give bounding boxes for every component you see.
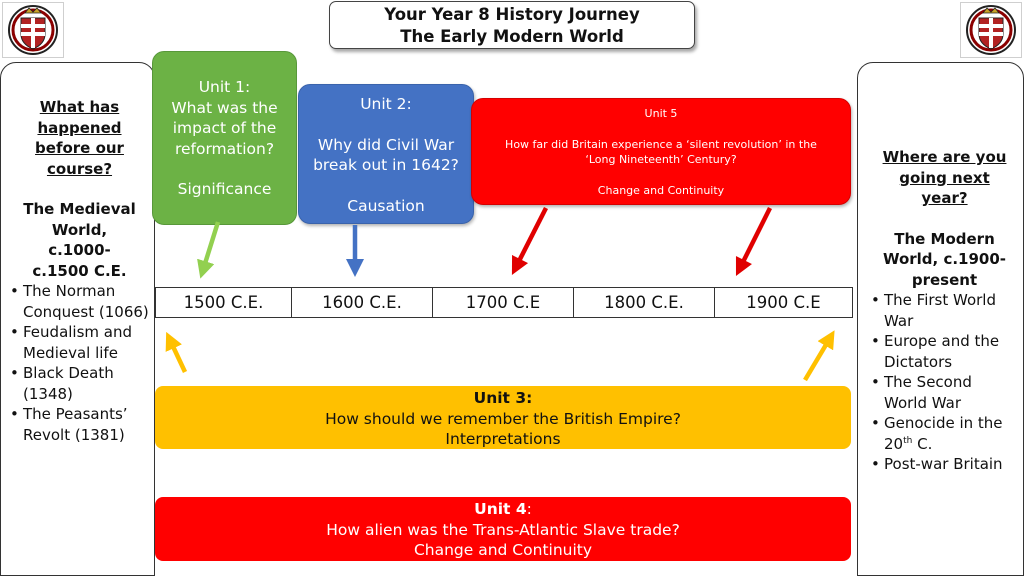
- unit-1-label: Unit 1:: [198, 78, 251, 96]
- subheading-line: World, c.1900-: [882, 250, 1007, 268]
- medieval-world-heading: The Medieval World, c.1000- c.1500 C.E.: [9, 199, 150, 281]
- unit-1-question-line: What was the: [171, 98, 278, 117]
- unit-4-label-colon: :: [526, 500, 532, 518]
- unit-3-arrow-right: [803, 330, 835, 382]
- medieval-topics-list: The Norman Conquest (1066) Feudalism and…: [9, 281, 150, 445]
- unit-5-concept: Change and Continuity: [597, 183, 725, 197]
- subheading-line: present: [911, 270, 978, 289]
- unit-2-question-line: break out in 1642?: [313, 156, 459, 174]
- bullet-text-suffix: C.: [912, 434, 933, 453]
- timeline-cell: 1900 C.E: [714, 288, 853, 317]
- timeline-cell: 1800 C.E.: [573, 288, 714, 317]
- subheading-line: c.1000-: [48, 241, 111, 259]
- school-logo-right: [960, 2, 1022, 58]
- list-item: The Norman Conquest (1066): [9, 281, 150, 322]
- timeline: 1500 C.E. 1600 C.E. 1700 C.E 1800 C.E. 1…: [155, 287, 853, 318]
- unit-5-arrow-left: [511, 206, 549, 276]
- list-item: Post-war Britain: [870, 454, 1019, 475]
- next-study-heading: Where are you going next year?: [870, 147, 1019, 209]
- unit-1-question-line: impact of the: [172, 119, 277, 137]
- list-item: The Peasants’ Revolt (1381): [9, 404, 150, 445]
- subheading-line: The Medieval: [23, 200, 136, 218]
- school-crest-icon: [8, 5, 58, 55]
- unit-5-question-line: ‘Long Nineteenth’ Century?: [585, 153, 737, 166]
- modern-topics-list: The First World War Europe and the Dicta…: [870, 290, 1019, 475]
- heading-line: year?: [921, 189, 968, 207]
- timeline-cell: 1500 C.E.: [155, 288, 291, 317]
- unit-5-label: Unit 5: [644, 107, 678, 120]
- page-title: Your Year 8 History Journey The Early Mo…: [329, 1, 695, 49]
- unit-2-card: Unit 2: Why did Civil War break out in 1…: [298, 84, 474, 224]
- heading-line: going next: [899, 168, 990, 187]
- heading-line: What has: [39, 98, 120, 116]
- bullet-text: Genocide in the 20: [884, 414, 1003, 453]
- list-item: Europe and the Dictators: [870, 331, 1019, 372]
- heading-line: before our: [35, 139, 124, 157]
- list-item: Feudalism and Medieval life: [9, 322, 150, 363]
- unit-1-concept: Significance: [177, 180, 272, 198]
- previous-study-heading: What has happened before our course?: [9, 97, 150, 179]
- unit-3-label: Unit 3:: [473, 389, 533, 407]
- list-item: The Second World War: [870, 372, 1019, 413]
- unit-4-concept: Change and Continuity: [413, 541, 593, 559]
- unit-4-label-row: Unit 4:: [155, 499, 851, 520]
- unit-3-arrow-left: [165, 331, 188, 373]
- subheading-line: The Modern: [894, 229, 995, 248]
- timeline-cell: 1600 C.E.: [291, 288, 432, 317]
- unit-4-question: How alien was the Trans-Atlantic Slave t…: [326, 520, 680, 539]
- timeline-cell: 1700 C.E: [432, 288, 573, 317]
- unit-1-arrow: [197, 221, 221, 279]
- previous-study-panel: What has happened before our course? The…: [0, 62, 155, 576]
- unit-5-card: Unit 5 How far did Britain experience a …: [471, 98, 851, 205]
- heading-line: course?: [46, 159, 113, 178]
- unit-2-question-line: Why did Civil War: [317, 135, 455, 154]
- list-item: Genocide in the 20th C.: [870, 413, 1019, 454]
- unit-4-label: Unit 4: [474, 500, 527, 518]
- ordinal-suffix: th: [903, 435, 913, 446]
- subheading-line: c.1500 C.E.: [32, 261, 127, 280]
- list-item: The First World War: [870, 290, 1019, 331]
- school-logo-left: [2, 2, 64, 58]
- heading-line: happened: [37, 118, 122, 137]
- school-crest-icon: [966, 5, 1016, 55]
- unit-3-concept: Interpretations: [445, 430, 561, 448]
- unit-5-arrow-right: [735, 206, 773, 277]
- unit-4-band: Unit 4: How alien was the Trans-Atlantic…: [155, 497, 851, 561]
- unit-2-concept: Causation: [347, 196, 425, 215]
- title-line-2: The Early Modern World: [400, 27, 624, 46]
- list-item: Black Death (1348): [9, 363, 150, 404]
- unit-1-card: Unit 1: What was the impact of the refor…: [152, 51, 297, 225]
- unit-3-question: How should we remember the British Empir…: [325, 409, 681, 428]
- unit-2-label: Unit 2:: [360, 95, 412, 113]
- unit-3-band: Unit 3: How should we remember the Briti…: [155, 386, 851, 449]
- modern-world-heading: The Modern World, c.1900- present: [870, 229, 1019, 291]
- unit-1-question-line: reformation?: [174, 139, 275, 158]
- next-study-panel: Where are you going next year? The Moder…: [857, 62, 1024, 576]
- heading-line: Where are you: [882, 148, 1007, 166]
- subheading-line: World,: [51, 220, 108, 239]
- unit-5-question-line: How far did Britain experience a ‘silent…: [505, 137, 817, 151]
- title-line-1: Your Year 8 History Journey: [384, 5, 640, 24]
